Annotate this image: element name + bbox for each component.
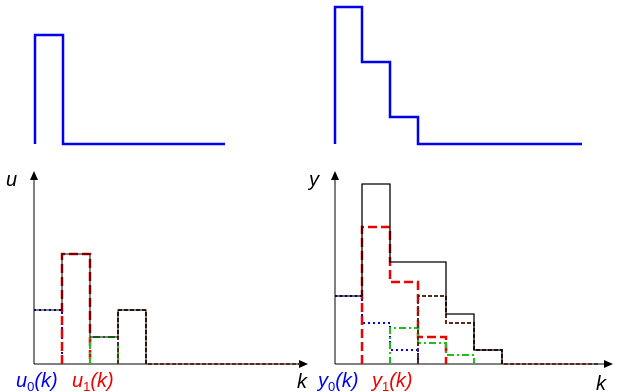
u2-bars <box>89 336 119 364</box>
u0-bars <box>34 309 63 364</box>
y2-bars <box>389 327 475 364</box>
right-x-axis-label: k <box>596 373 607 392</box>
output-staircase-curve <box>333 5 582 146</box>
y0-label: y0(k) <box>316 370 359 392</box>
input-pulse-curve <box>33 33 225 146</box>
y0-bars <box>335 295 419 364</box>
right-y-axis-label: y <box>307 169 320 191</box>
left-y-axis-label: u <box>6 169 17 191</box>
y1-label: y1(k) <box>370 370 413 392</box>
u3-bars <box>117 309 300 365</box>
u1-bars <box>60 252 92 364</box>
u1-label: u1(k) <box>72 370 114 392</box>
y1-bars <box>360 225 448 364</box>
u0-label: u0(k) <box>16 370 58 392</box>
u-total-bars <box>34 253 147 364</box>
y3-bars <box>417 295 600 365</box>
y-total-bars <box>335 183 503 364</box>
left-x-axis-label: k <box>297 371 308 392</box>
